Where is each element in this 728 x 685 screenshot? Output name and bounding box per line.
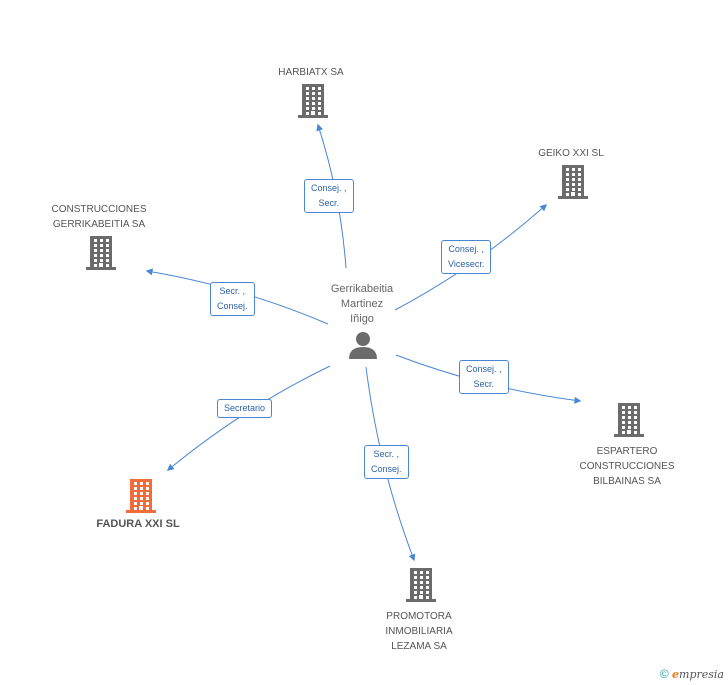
person-name[interactable]: Gerrikabeitia Martinez Iñigo: [330, 283, 394, 325]
building-icon-fadura: [126, 479, 156, 513]
building-icon-promotora: [406, 568, 436, 602]
company-name-harbiatx[interactable]: HARBIATX SA: [278, 67, 344, 78]
edge-label-promotora[interactable]: Secr. , Consej.: [364, 445, 409, 479]
building-icon-construcciones: [86, 236, 116, 270]
company-name-espartero[interactable]: ESPARTERO CONSTRUCCIONES BILBAINAS SA: [579, 446, 675, 487]
company-name-fadura[interactable]: FADURA XXI SL: [96, 518, 180, 530]
company-name-construcciones[interactable]: CONSTRUCCIONES GERRIKABEITIA SA: [51, 204, 147, 230]
footer-brand: © empresia: [660, 667, 724, 681]
company-name-geiko[interactable]: GEIKO XXI SL: [538, 148, 604, 159]
edge-label-espartero[interactable]: Consej. , Secr.: [459, 360, 509, 394]
building-icon-geiko: [558, 165, 588, 199]
edge-label-fadura[interactable]: Secretario: [217, 399, 273, 418]
edge-label-harbiatx[interactable]: Consej. , Secr.: [304, 179, 354, 213]
building-icon-espartero: [614, 403, 644, 437]
person-icon: [349, 332, 377, 359]
company-name-promotora[interactable]: PROMOTORA INMOBILIARIA LEZAMA SA: [385, 611, 453, 652]
edge-label-construcciones[interactable]: Secr. , Consej.: [210, 282, 255, 316]
edge-label-geiko[interactable]: Consej. , Vicesecr.: [441, 240, 492, 274]
empresia-logo: empresia: [672, 668, 724, 681]
copyright-icon: ©: [659, 667, 669, 681]
building-icon-harbiatx: [298, 84, 328, 118]
edge-fadura: [166, 365, 331, 471]
